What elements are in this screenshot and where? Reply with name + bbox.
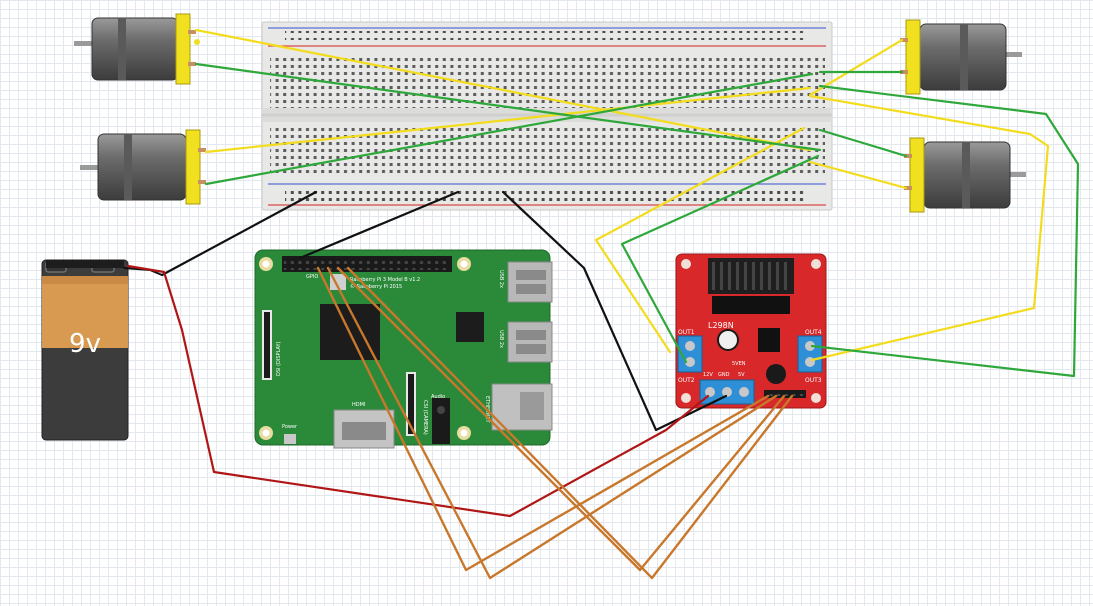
wire-yellow-2 — [204, 86, 812, 154]
usb-chip — [456, 312, 484, 342]
motor-top-left — [74, 13, 200, 85]
v12-label: 12V — [703, 372, 713, 378]
usb-port-top — [507, 261, 553, 303]
raspberry-pi-board: GPIO Raspberry Pi 3 Model B v1.2 © Raspb… — [254, 249, 553, 449]
wire-black-breadboard-driver — [501, 190, 728, 432]
usb-label-top: USB 2x — [498, 270, 504, 288]
wire-black-battery-breadboard — [160, 190, 318, 277]
v5-label: 5V — [738, 372, 745, 378]
wire-green-1 — [194, 62, 822, 152]
wire-yellow-1 — [194, 28, 812, 152]
wire-green-out3 — [810, 84, 1080, 378]
wire-green-2 — [204, 72, 814, 186]
chip-label: L298N — [708, 321, 734, 330]
usb-label-bottom: USB 2x — [498, 330, 504, 348]
battery-label: 9v — [69, 329, 101, 359]
power-port — [284, 434, 296, 444]
wire-yellow-out4 — [808, 94, 1050, 362]
wire-orange-2 — [326, 266, 778, 580]
wire-black-pi-gpio-breadboard — [298, 190, 460, 260]
gnd-label: GND — [718, 372, 730, 378]
display-label: DSI (DISPLAY) — [276, 341, 282, 376]
wire-yellow-4 — [808, 160, 908, 190]
wire-orange-3 — [336, 266, 786, 572]
wires — [123, 28, 1080, 580]
battery-9v: 9v — [41, 259, 129, 441]
wire-red-battery-driver — [126, 264, 710, 518]
pi-model-line2: © Raspberry Pi 2015 — [350, 283, 402, 290]
audio-label: Audio — [431, 394, 445, 400]
out1-label: OUT1 — [678, 329, 695, 336]
power-label: Power — [282, 424, 298, 430]
ven-label: 5VEN — [732, 361, 746, 367]
hdmi-label: HDMI — [352, 402, 365, 408]
usb-port-bottom — [507, 321, 553, 363]
wire-green-4 — [818, 128, 908, 158]
wire-green-out2 — [620, 154, 820, 364]
motor-top-right — [900, 19, 1022, 95]
wire-orange-4 — [346, 266, 794, 580]
motor-mid-right — [904, 137, 1026, 213]
out4-label: OUT4 — [805, 329, 822, 336]
out2-label: OUT2 — [678, 377, 695, 384]
camera-label: CSI (CAMERA) — [422, 400, 428, 435]
wire-orange-1 — [316, 266, 770, 572]
l298n-driver-board: L298N OUT1 OUT2 OUT4 OUT3 12V GND 5V 5VE… — [675, 253, 827, 409]
audio-jack — [432, 398, 450, 444]
motor-mid-left — [80, 129, 206, 205]
gpio-label: GPIO — [306, 274, 318, 280]
out3-label: OUT3 — [805, 377, 822, 384]
breadboard — [261, 21, 833, 211]
pi-model-line1: Raspberry Pi 3 Model B v1.2 — [350, 277, 420, 283]
wire-yellow-out1 — [594, 126, 806, 354]
